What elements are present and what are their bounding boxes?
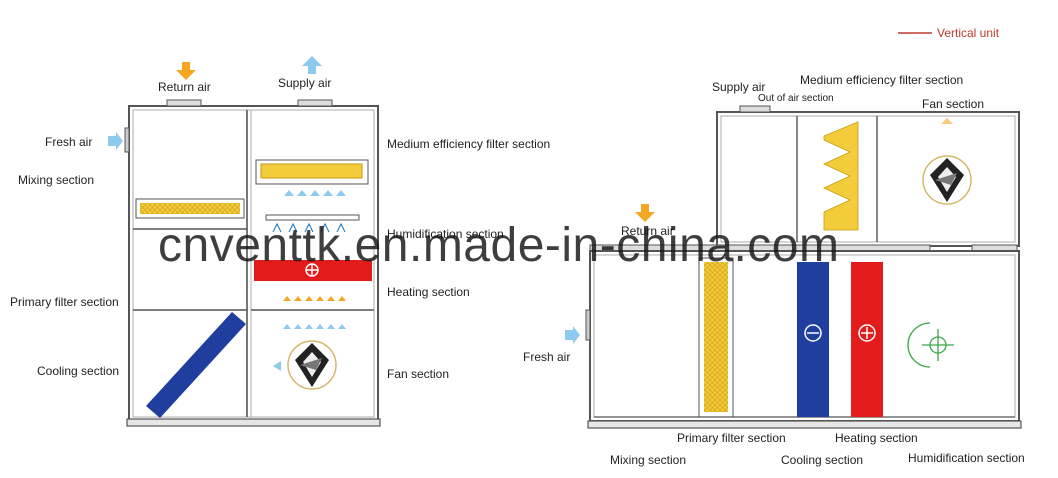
right-fresh-air-arrow [565,326,580,344]
left-humidifier-spray [272,222,346,233]
left-humidification-label: Humidification section [387,227,504,241]
left-fan-icon [287,340,337,390]
left-medium-filter-label: Medium efficiency filter section [387,137,551,151]
left-fresh-air-label: Fresh air [45,135,93,149]
right-fan-outlet-arrow [941,118,953,124]
right-fan-label: Fan section [922,97,985,111]
left-medium-filter [260,163,363,179]
left-base-rail [126,418,381,427]
fresh-air-arrow [108,132,123,150]
right-heating-coil [851,262,883,417]
supply-air-arrow [302,56,322,74]
watermark-text: cnventtk.en.made-in-china.com [158,219,840,272]
left-medium-filter-frame [255,159,369,185]
left-return-air-label: Return air [158,80,211,94]
left-unit [108,56,381,427]
left-primary-filter [140,203,240,214]
right-humidification-label: Humidification section [908,451,1025,465]
left-airflow-blue-2 [283,324,346,329]
right-humidifier-icon [907,322,954,368]
left-humidifier-bar [265,214,360,221]
legend-label: Vertical unit [937,26,1000,40]
right-supply-air-label: Supply air [712,80,766,94]
right-fresh-air-label: Fresh air [523,350,571,364]
left-supply-air-label: Supply air [278,76,332,90]
left-airflow-blue-1 [284,190,346,196]
right-primary-filter-frame [698,257,734,418]
left-primary-filter-frame [135,198,245,219]
right-heating-plus-icon [858,324,876,342]
left-primary-filter-label: Primary filter section [10,295,119,309]
right-fan-icon [922,155,972,205]
right-mixing-label: Mixing section [610,453,687,467]
right-supply-port [739,105,771,113]
return-air-port [166,99,202,107]
right-medium-filter-label: Medium efficiency filter section [800,73,964,87]
right-cooling-minus-icon [804,324,822,342]
return-air-arrow [176,62,196,80]
right-base-rail [587,420,1022,429]
right-cooling-coil [797,262,829,417]
left-airflow-orange [283,296,346,301]
right-unit [565,105,1022,429]
right-out-of-air-label: Out of air section [758,93,834,104]
right-primary-filter [704,262,728,412]
left-cooling-coil [146,312,246,418]
left-fan-label: Fan section [387,367,450,381]
right-fresh-air-inlet [585,309,591,341]
right-return-air-label: Return air [621,224,674,238]
right-cooling-label: Cooling section [781,453,864,467]
left-cooling-label: Cooling section [37,364,120,378]
right-primary-filter-label: Primary filter section [677,431,786,445]
left-fan-inlet-arrow [273,361,281,371]
right-return-air-arrow [635,204,655,222]
left-heating-label: Heating section [387,285,470,299]
left-mixing-label: Mixing section [18,173,95,187]
right-medium-filter [823,121,859,231]
fresh-air-inlet [124,127,130,153]
right-heating-label: Heating section [835,431,918,445]
supply-air-port [297,99,333,107]
